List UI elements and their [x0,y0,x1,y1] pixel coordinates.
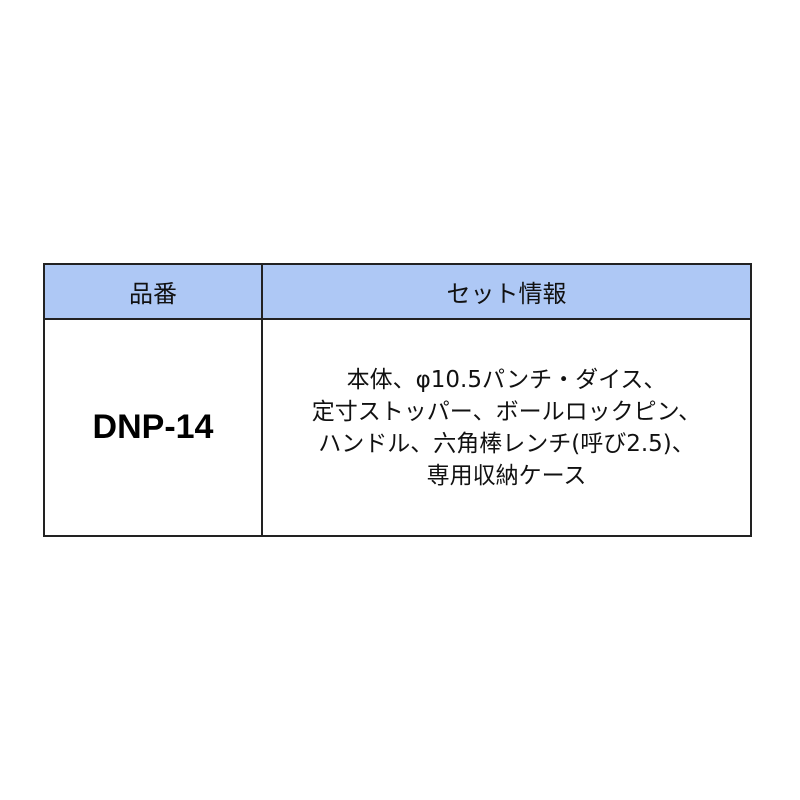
set-info-line: 専用収納ケース [426,462,587,489]
set-info-line: ハンドル、六角棒レンチ(呼び2.5)、 [318,430,695,457]
header-product-number: 品番 [43,263,263,320]
table-row: DNP-14 本体、φ10.5パンチ・ダイス、 定寸ストッパー、ボールロックピン… [43,318,752,537]
product-set-table: 品番 セット情報 DNP-14 本体、φ10.5パンチ・ダイス、 定寸ストッパー… [43,263,752,537]
set-info-line: 本体、φ10.5パンチ・ダイス、 [346,366,667,393]
header-row: 品番 セット情報 [43,263,752,320]
product-code: DNP-14 [43,318,263,537]
set-info-line: 定寸ストッパー、ボールロックピン、 [311,398,702,425]
set-info: 本体、φ10.5パンチ・ダイス、 定寸ストッパー、ボールロックピン、 ハンドル、… [261,318,752,537]
header-set-info: セット情報 [261,263,752,320]
